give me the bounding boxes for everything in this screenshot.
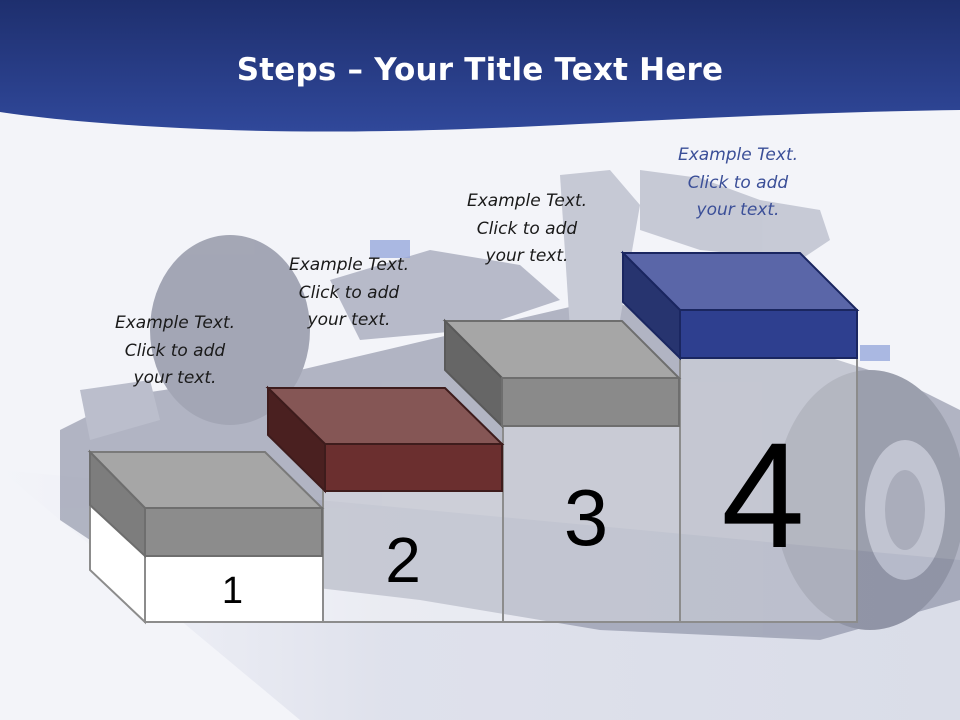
step-3-caption[interactable]: Example Text. Click to add your text. (442, 188, 612, 271)
step-4-caption-line-3: your text. (696, 200, 780, 220)
step-2-outline (322, 489, 504, 623)
step-3-block[interactable] (442, 318, 682, 429)
step-4-caption-line-2: Click to add (687, 172, 789, 193)
step-4-number: 4 (721, 411, 805, 579)
step-2-caption-line-3: your text. (307, 310, 391, 330)
step-4-caption[interactable]: Example Text. Click to add your text. (653, 142, 823, 225)
step-3-caption-line-3: your text. (485, 246, 569, 266)
step-2-block[interactable] (265, 385, 505, 494)
step-3-outline (502, 424, 681, 623)
step-1-caption-line-3: your text. (133, 368, 217, 388)
step-2-number: 2 (385, 524, 421, 596)
step-1-outline (89, 502, 324, 625)
step-2-caption-line-2: Click to add (298, 282, 400, 303)
step-4-outline (679, 356, 858, 623)
step-3-caption-line-2: Click to add (476, 218, 578, 239)
slide-title[interactable]: Steps – Your Title Text Here (0, 52, 960, 88)
step-1-caption-line-2: Click to add (124, 340, 226, 361)
step-4-block[interactable] (620, 250, 860, 361)
step-1-block[interactable] (87, 449, 325, 559)
step-1-number: 1 (221, 570, 244, 612)
step-1-caption[interactable]: Example Text. Click to add your text. (90, 310, 260, 393)
title-bold: Steps (236, 52, 337, 88)
step-3-number: 3 (563, 473, 609, 562)
step-4-caption-line-1: Example Text. (677, 145, 799, 165)
step-2-caption-line-1: Example Text. (288, 255, 410, 275)
step-3-caption-line-1: Example Text. (466, 191, 588, 211)
title-rest: – Your Title Text Here (336, 52, 724, 88)
step-1-caption-line-1: Example Text. (114, 313, 236, 333)
step-2-caption[interactable]: Example Text. Click to add your text. (264, 252, 434, 335)
